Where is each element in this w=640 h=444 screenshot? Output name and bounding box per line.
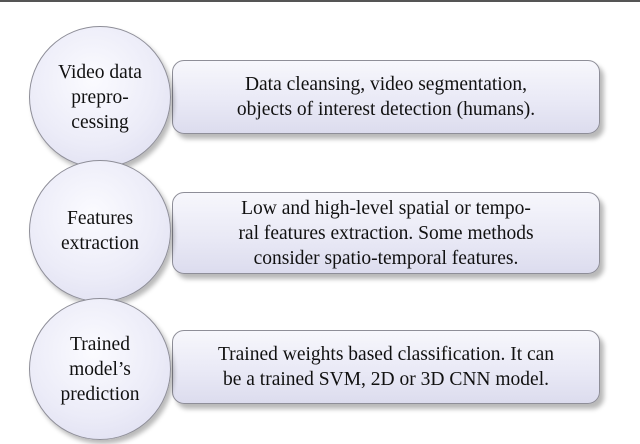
description-line: objects of interest detection (humans). (236, 99, 536, 120)
title-line: Features (66, 208, 134, 229)
step-title-circle: Video data prepro- cessing (29, 26, 171, 168)
step-description-box: Trained weights based classification. It… (172, 330, 600, 404)
description-line: Low and high-level spatial or tempo- (241, 197, 531, 219)
description-line: ral features extraction. Some methods (238, 222, 534, 244)
step-title-circle: Features extraction (29, 160, 171, 302)
top-rule (0, 0, 640, 2)
title-line: prediction (60, 383, 140, 405)
step-title: Features extraction (61, 206, 139, 256)
title-line: Trained (70, 333, 130, 355)
step-title: Trained model’s prediction (60, 332, 139, 407)
title-line: model’s (69, 358, 131, 380)
title-line: extraction (61, 233, 139, 254)
description-line: be a trained SVM, 2D or 3D CNN model. (222, 369, 550, 390)
step-title-circle: Trained model’s prediction (29, 298, 171, 440)
title-line: prepro- (71, 86, 129, 108)
step-description-box: Data cleansing, video segmentation, obje… (172, 60, 600, 134)
step-description: Trained weights based classification. It… (218, 342, 554, 392)
step-description: Data cleansing, video segmentation, obje… (237, 72, 535, 122)
step-description-box: Low and high-level spatial or tempo- ral… (172, 192, 600, 274)
step-description: Low and high-level spatial or tempo- ral… (238, 196, 533, 271)
description-line: Data cleansing, video segmentation, (244, 74, 528, 95)
description-line: Trained weights based classification. It… (217, 344, 555, 365)
title-line: Video data (58, 61, 142, 83)
step-title: Video data prepro- cessing (58, 60, 142, 135)
title-line: cessing (71, 111, 129, 133)
description-line: consider spatio-temporal features. (253, 247, 519, 269)
